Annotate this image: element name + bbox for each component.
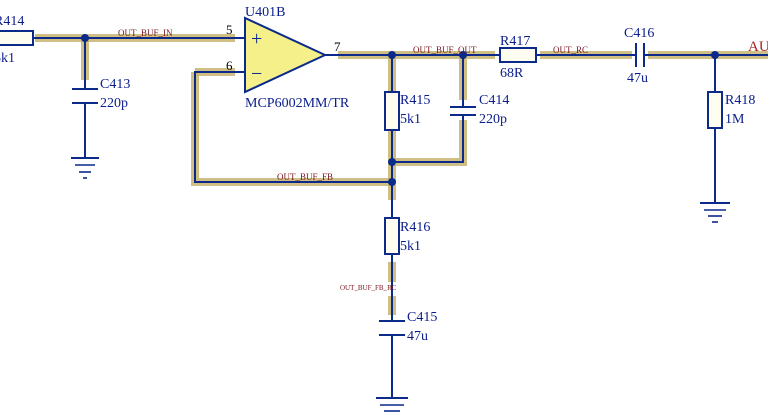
junction-dot	[388, 158, 396, 166]
opamp-pin-out: 7	[334, 39, 341, 54]
net-label-aud: AU	[748, 39, 768, 55]
opamp-part: MCP6002MM/TR	[245, 96, 350, 111]
c413-ref: C413	[100, 77, 130, 92]
r414-body	[0, 30, 34, 46]
opamp-body	[244, 16, 328, 94]
resistor-r416[interactable]: R416 5k1	[384, 217, 430, 255]
junction-dot	[388, 51, 396, 59]
r414-value: 5k1	[0, 51, 15, 66]
opamp-pin-minus: 6	[226, 58, 233, 73]
resistor-r417[interactable]: R417 68R	[499, 34, 537, 81]
net-label-out-buf-fb: OUT_BUF_FB	[277, 172, 333, 182]
c413-value: 220p	[100, 96, 128, 111]
ground-symbol	[71, 157, 99, 179]
resistor-r415[interactable]: R415 5k1	[384, 91, 430, 131]
r415-ref: R415	[400, 93, 430, 108]
r417-value: 68R	[500, 66, 524, 81]
r415-value: 5k1	[400, 112, 421, 127]
net-label-out-buf-in: OUT_BUF_IN	[118, 28, 173, 38]
c416-ref: C416	[624, 26, 654, 41]
opamp-pin-plus: 5	[226, 22, 233, 37]
r416-ref: R416	[400, 220, 430, 235]
capacitor-c415[interactable]: C415 47u	[379, 310, 437, 344]
ground-symbol	[700, 202, 730, 223]
junction-dot	[459, 51, 467, 59]
capacitor-c416[interactable]: C416 47u	[624, 26, 654, 86]
net-label-out-buf-fb-rc: OUT_BUF_FB_RC	[340, 284, 397, 292]
net-label-out-rc: OUT_RC	[553, 45, 588, 55]
net-labels: OUT_BUF_IN OUT_BUF_OUT OUT_RC OUT_BUF_FB…	[118, 28, 768, 292]
r418-value: 1M	[725, 112, 745, 127]
junction-dot	[81, 34, 89, 42]
capacitor-c413[interactable]: C413 220p	[72, 77, 130, 111]
r417-body	[499, 47, 537, 63]
r417-ref: R417	[500, 34, 530, 49]
capacitor-c414[interactable]: C414 220p	[450, 93, 509, 127]
c415-ref: C415	[407, 310, 437, 325]
opamp-plus-icon: +	[251, 28, 262, 50]
r415-body	[384, 91, 400, 131]
c414-ref: C414	[479, 93, 509, 108]
ground-symbol	[376, 397, 408, 412]
r416-body	[384, 217, 400, 255]
r418-body	[707, 91, 723, 129]
r414-ref: R414	[0, 14, 24, 29]
c416-value: 47u	[627, 71, 648, 86]
opamp-ref: U401B	[245, 5, 285, 20]
opamp-u401b[interactable]: + − 5 6 7 U401B MCP6002MM/TR	[226, 5, 350, 111]
opamp-minus-icon: −	[251, 63, 262, 85]
c415-value: 47u	[407, 329, 428, 344]
junction-dot	[711, 51, 719, 59]
c414-value: 220p	[479, 112, 507, 127]
r418-ref: R418	[725, 93, 755, 108]
junctions	[81, 34, 719, 186]
junction-dot	[388, 178, 396, 186]
net-label-out-buf-out: OUT_BUF_OUT	[413, 45, 477, 55]
r416-value: 5k1	[400, 239, 421, 254]
resistor-r418[interactable]: R418 1M	[707, 91, 755, 129]
net-highlights	[35, 34, 768, 315]
resistor-r414[interactable]: R414 5k1	[0, 14, 34, 66]
wires	[33, 37, 768, 398]
